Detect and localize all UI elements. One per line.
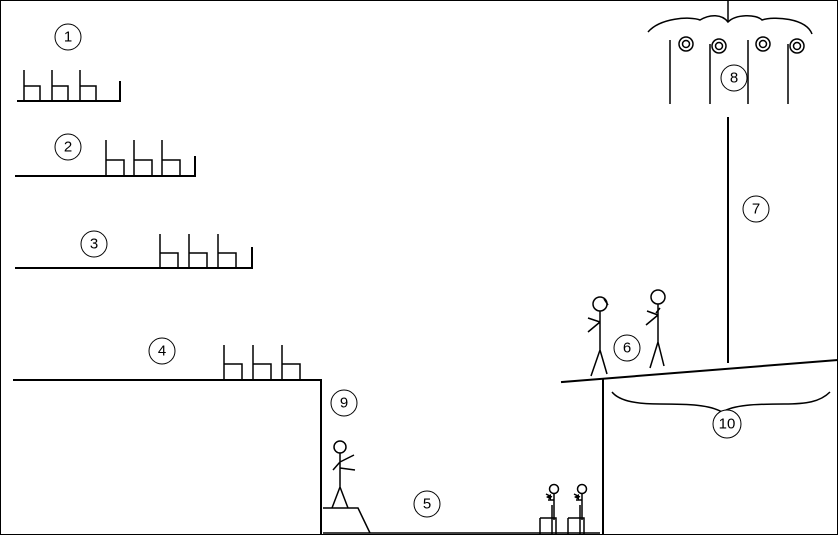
chair-icon xyxy=(253,345,271,380)
spiral-icon xyxy=(756,37,770,51)
musician-with-chair xyxy=(540,485,559,535)
stick-figure-icon xyxy=(550,485,559,494)
svg-text:6: 6 xyxy=(623,340,631,357)
label-8: 8 xyxy=(721,65,747,91)
stage-brace xyxy=(612,392,830,412)
stick-figure-icon xyxy=(646,290,665,368)
stick-figure-icon xyxy=(578,485,587,494)
spiral-icon xyxy=(790,39,804,53)
label-6: 6 xyxy=(614,335,640,361)
curtain-top xyxy=(648,16,812,34)
chair-icon xyxy=(160,234,178,268)
label-5: 5 xyxy=(414,491,440,517)
label-1: 1 xyxy=(55,24,81,50)
chair-icon xyxy=(106,140,124,176)
tier-3-floor xyxy=(16,248,252,268)
tier-1-floor xyxy=(18,82,120,101)
chair-icon xyxy=(80,70,96,101)
chair-icon xyxy=(282,345,300,380)
stick-figure-icon xyxy=(332,441,355,508)
stick-figure-icon xyxy=(588,297,608,376)
tier-4-floor-and-wall xyxy=(14,345,321,535)
svg-text:10: 10 xyxy=(719,416,736,433)
chair-icon xyxy=(162,140,180,176)
svg-text:2: 2 xyxy=(64,139,72,156)
label-2: 2 xyxy=(55,134,81,160)
chair-icon xyxy=(218,234,236,268)
svg-text:9: 9 xyxy=(340,395,348,412)
label-10: 10 xyxy=(713,410,741,438)
tier-1-seats xyxy=(24,70,96,101)
label-3: 3 xyxy=(81,231,107,257)
spiral-icon xyxy=(712,39,726,53)
chair-icon xyxy=(189,234,207,268)
tier-4-floor xyxy=(14,380,321,535)
svg-text:3: 3 xyxy=(90,236,98,253)
tier-1-balcony xyxy=(18,70,120,101)
tier-3-balcony xyxy=(16,234,252,268)
chair-icon xyxy=(134,140,152,176)
svg-text:8: 8 xyxy=(730,70,738,87)
conductor-podium xyxy=(323,441,370,533)
label-9: 9 xyxy=(331,390,357,416)
svg-text:1: 1 xyxy=(64,29,72,46)
musician-with-chair xyxy=(568,485,587,535)
podium xyxy=(323,508,370,533)
svg-text:5: 5 xyxy=(423,496,431,513)
spiral-icon xyxy=(679,37,693,51)
tier-2-seats xyxy=(106,140,180,176)
tier-3-seats xyxy=(160,234,236,268)
chair-icon xyxy=(52,70,68,101)
musicians xyxy=(540,485,587,535)
tier-4-seats xyxy=(224,345,300,380)
chair-icon xyxy=(24,70,40,101)
svg-text:7: 7 xyxy=(752,201,760,218)
stage xyxy=(562,290,838,535)
label-4: 4 xyxy=(149,338,175,364)
svg-text:4: 4 xyxy=(158,343,166,360)
chair-icon xyxy=(224,345,242,380)
label-7: 7 xyxy=(743,196,769,222)
tier-2-balcony xyxy=(16,140,195,176)
